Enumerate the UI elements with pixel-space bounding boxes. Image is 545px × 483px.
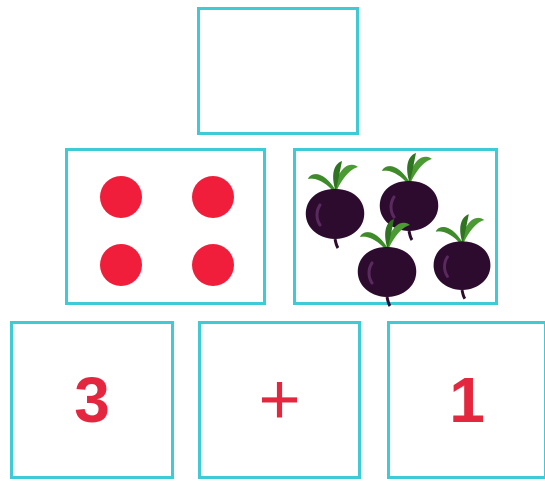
beet-icon — [428, 211, 496, 301]
left-operand: 3 — [13, 324, 171, 476]
beet-icon — [352, 217, 422, 307]
operator-box: + — [198, 321, 361, 479]
plus-operator: + — [201, 324, 358, 476]
red-dot — [100, 176, 142, 218]
answer-box[interactable] — [197, 7, 359, 135]
red-dot — [192, 244, 234, 286]
beets-box — [293, 148, 498, 305]
right-operand: 1 — [390, 324, 544, 476]
right-operand-box: 1 — [387, 321, 545, 479]
red-dot — [192, 176, 234, 218]
dots-box — [65, 148, 266, 305]
left-operand-box: 3 — [10, 321, 174, 479]
red-dot — [100, 244, 142, 286]
